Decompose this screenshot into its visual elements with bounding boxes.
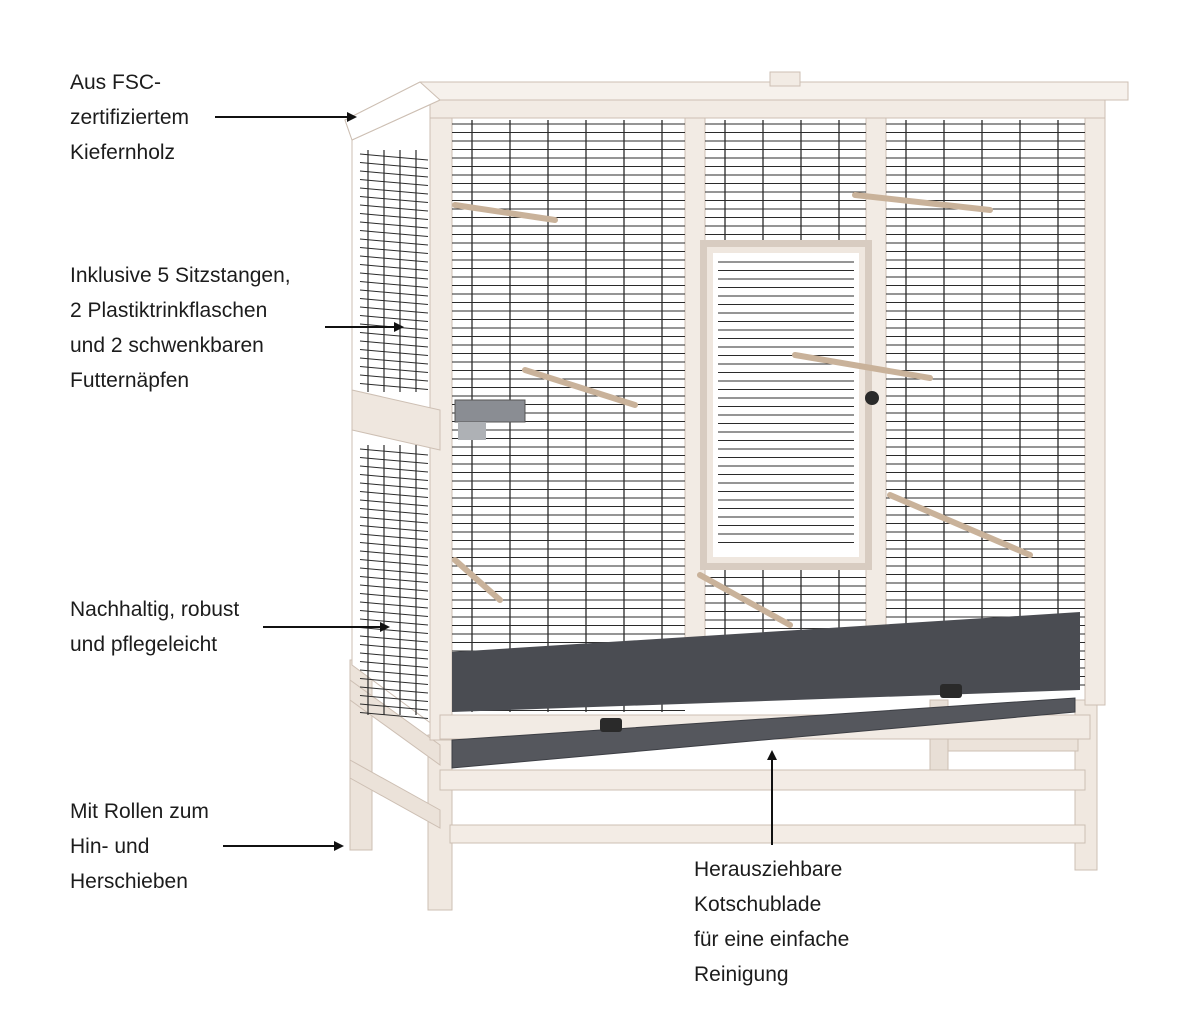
roof xyxy=(344,71,1129,141)
label-line: Hin- und xyxy=(70,835,150,858)
wire xyxy=(359,247,429,254)
wire xyxy=(359,508,429,515)
wire xyxy=(359,306,429,314)
label-line: Aus FSC- xyxy=(70,71,162,94)
wire xyxy=(359,289,429,297)
wire xyxy=(359,576,429,583)
wire xyxy=(359,340,429,348)
wire xyxy=(359,255,429,263)
wire xyxy=(359,170,429,178)
wire xyxy=(359,686,429,694)
food-bowl xyxy=(454,399,526,440)
wire xyxy=(359,559,429,566)
label-line: für eine einfache xyxy=(694,928,850,951)
wire xyxy=(359,661,429,668)
wire xyxy=(359,601,429,609)
label-line: 2 Plastiktrinkflaschen xyxy=(70,299,268,322)
perches xyxy=(452,192,1033,628)
label-line: zertifiziertem xyxy=(70,106,190,129)
label-line: Kotschublade xyxy=(694,893,822,916)
wire xyxy=(359,474,429,481)
wire xyxy=(359,349,429,356)
wire xyxy=(359,669,429,677)
wire xyxy=(359,533,429,541)
wire xyxy=(359,162,429,169)
label-line: Herschieben xyxy=(70,870,188,893)
wire xyxy=(359,525,429,532)
wire xyxy=(359,499,429,507)
wire xyxy=(359,230,429,237)
wire xyxy=(359,196,429,203)
cage-door xyxy=(700,240,879,570)
wire xyxy=(359,550,429,558)
wire xyxy=(359,357,429,365)
bottom-tray xyxy=(451,612,1080,769)
wire xyxy=(359,491,429,498)
wire xyxy=(359,264,429,271)
wire xyxy=(359,448,429,456)
wire xyxy=(359,712,429,719)
wire xyxy=(359,703,429,711)
wire xyxy=(359,593,429,600)
wire xyxy=(359,366,429,373)
side-mesh xyxy=(359,150,429,719)
label-line: Kiefernholz xyxy=(70,141,176,164)
wire xyxy=(359,627,429,634)
wire xyxy=(359,179,429,186)
wire xyxy=(359,383,429,390)
label-line: und pflegeleicht xyxy=(70,633,218,656)
label-line: Inklusive 5 Sitzstangen, xyxy=(70,264,291,287)
wire xyxy=(359,610,429,617)
wire xyxy=(359,695,429,702)
wire xyxy=(359,465,429,473)
label-line: Nachhaltig, robust xyxy=(70,598,240,621)
label-drawer: Herausziehbare Kotschublade für eine ein… xyxy=(694,852,849,992)
wire xyxy=(359,457,429,464)
wire xyxy=(359,238,429,246)
label-line: Herausziehbare xyxy=(694,858,843,881)
wire xyxy=(359,652,429,660)
wire xyxy=(359,221,429,229)
wire xyxy=(359,374,429,382)
wire xyxy=(359,213,429,220)
wire xyxy=(359,204,429,212)
wire xyxy=(359,153,429,161)
annotation-arrows xyxy=(215,112,777,851)
wire xyxy=(359,281,429,288)
wire xyxy=(359,516,429,524)
wire xyxy=(359,332,429,339)
wire xyxy=(359,567,429,575)
label-line: und 2 schwenkbaren xyxy=(70,334,264,357)
label-line: Mit Rollen zum xyxy=(70,800,209,823)
label-sustainability: Nachhaltig, robust und pflegeleicht xyxy=(70,592,239,662)
wire xyxy=(359,644,429,651)
wire xyxy=(359,315,429,322)
wire xyxy=(359,187,429,195)
wire xyxy=(359,678,429,685)
wire xyxy=(359,584,429,592)
wire xyxy=(359,482,429,490)
label-accessories: Inklusive 5 Sitzstangen, 2 Plastiktrinkf… xyxy=(70,258,291,398)
wire xyxy=(359,618,429,626)
wire xyxy=(359,272,429,280)
wire xyxy=(359,635,429,643)
label-line: Futternäpfen xyxy=(70,369,190,392)
label-material: Aus FSC- zertifiziertem Kiefernholz xyxy=(70,65,189,170)
wire xyxy=(359,542,429,549)
label-line: Reinigung xyxy=(694,963,789,986)
label-wheels: Mit Rollen zum Hin- und Herschieben xyxy=(70,794,209,899)
wire xyxy=(359,298,429,305)
